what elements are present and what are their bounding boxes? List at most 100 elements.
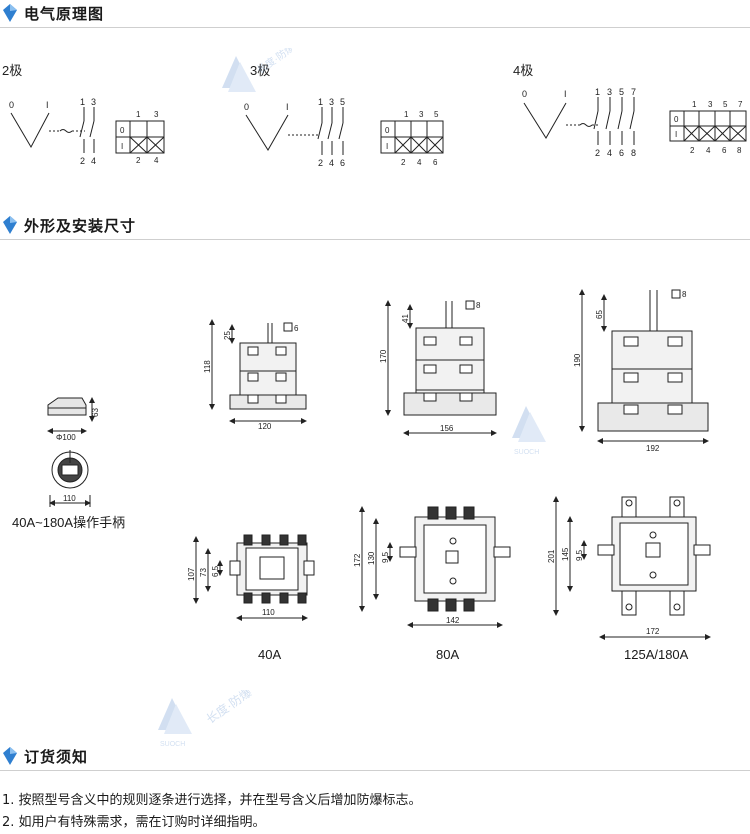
svg-text:2: 2 [136,156,141,165]
top-view-80a: 172 130 9.5 142 [353,506,511,628]
handle-side-view: 63 Φ100 [47,397,100,442]
svg-text:4: 4 [417,158,422,167]
svg-text:I: I [386,142,388,151]
svg-text:6: 6 [433,158,438,167]
svg-text:110: 110 [63,494,76,503]
pole-title: 2极 [2,63,22,78]
svg-text:156: 156 [440,424,454,433]
svg-text:0: 0 [120,126,125,135]
svg-text:8: 8 [737,146,742,155]
on-label: I [46,100,49,110]
electrical-schematic: 2极 0 I 1 3 2 4 1 3 0 I 2 4 3极 0 I 1 3 [2,63,747,168]
svg-text:2: 2 [690,146,695,155]
svg-text:0: 0 [674,115,679,124]
svg-text:3: 3 [154,110,159,119]
section-header-ordering: 订货须知 [0,743,750,771]
svg-text:6: 6 [294,324,299,333]
svg-text:130: 130 [367,551,376,565]
svg-text:41: 41 [401,314,410,323]
svg-text:1: 1 [136,110,141,119]
svg-text:7: 7 [631,87,636,97]
svg-text:1: 1 [318,97,323,107]
model-label-125a: 125A/180A [624,647,689,662]
svg-text:110: 110 [262,608,275,617]
schematic-2-pole: 2极 0 I 1 3 2 4 1 3 0 I 2 4 [2,63,165,166]
svg-text:4: 4 [154,156,159,165]
svg-text:8: 8 [476,301,481,310]
diamond-icon [3,216,17,234]
svg-text:3: 3 [607,87,612,97]
svg-text:192: 192 [646,444,660,453]
watermark-logo-icon: SUOCH [512,406,546,456]
dimension-drawings: 63 Φ100 110 6 118 25 [47,289,711,640]
svg-text:172: 172 [646,627,660,636]
section-divider [0,770,750,771]
svg-text:190: 190 [573,353,582,367]
model-label-80a: 80A [436,647,460,662]
svg-text:73: 73 [199,568,208,577]
svg-text:3: 3 [329,97,334,107]
svg-text:5: 5 [434,110,439,119]
note-item: 1. 按照型号含义中的规则逐条进行选择，并在型号含义后增加防爆标志。 [2,793,422,808]
section-divider [0,27,750,28]
svg-text:2: 2 [595,148,600,158]
svg-text:3: 3 [91,97,96,107]
svg-text:3: 3 [419,110,424,119]
section-title: 订货须知 [24,748,89,766]
svg-text:0: 0 [522,89,527,99]
svg-text:3: 3 [708,100,713,109]
svg-text:I: I [675,130,677,139]
diamond-icon [3,747,17,765]
handle-front-view: 110 [49,450,91,507]
svg-text:长度·防爆: 长度·防爆 [203,690,254,726]
pole-title: 4极 [513,63,533,78]
svg-text:I: I [564,89,567,99]
schematic-3-pole: 3极 0 I 1 3 5 2 4 6 1 3 5 0 I 2 4 6 [244,63,444,168]
svg-text:4: 4 [329,158,334,168]
model-label-40a: 40A [258,647,282,662]
top-view-125a: 201 145 9.5 172 [547,496,711,640]
svg-text:65: 65 [595,310,604,319]
svg-text:6: 6 [340,158,345,168]
svg-text:118: 118 [203,360,212,373]
svg-text:172: 172 [353,553,362,567]
svg-text:120: 120 [258,422,272,431]
side-view-40a: 6 118 25 120 [203,319,307,431]
svg-text:201: 201 [547,549,556,563]
svg-text:6: 6 [722,146,727,155]
section-header-schematic: 电气原理图 [0,0,750,28]
svg-text:145: 145 [561,547,570,561]
svg-text:2: 2 [401,158,406,167]
section-divider [0,239,750,240]
svg-text:4: 4 [706,146,711,155]
svg-text:7: 7 [738,100,743,109]
side-view-80a: 8 170 41 156 [379,300,497,436]
svg-text:1: 1 [692,100,697,109]
watermark-logo-icon: SUOCH 长度·防爆 [158,690,254,748]
svg-text:9.5: 9.5 [381,551,390,563]
svg-text:25: 25 [223,331,232,340]
svg-text:2: 2 [318,158,323,168]
svg-text:SUOCH: SUOCH [160,741,185,748]
svg-text:4: 4 [607,148,612,158]
top-view-40a: 107 73 6.5 110 [187,534,315,621]
svg-text:1: 1 [404,110,409,119]
section-title: 外形及安装尺寸 [24,217,137,235]
section-header-dimensions: 外形及安装尺寸 [0,212,750,240]
svg-text:6: 6 [619,148,624,158]
svg-text:I: I [121,142,123,151]
svg-text:5: 5 [619,87,624,97]
svg-text:1: 1 [595,87,600,97]
svg-text:8: 8 [682,290,687,299]
svg-text:107: 107 [187,567,196,581]
svg-text:Φ100: Φ100 [56,433,76,442]
svg-text:2: 2 [80,156,85,166]
svg-text:142: 142 [446,616,460,625]
watermark-logo-icon: 长度·防爆 [222,48,292,92]
svg-text:5: 5 [340,97,345,107]
svg-text:I: I [286,102,289,112]
svg-text:9.5: 9.5 [575,549,584,561]
svg-text:8: 8 [631,148,636,158]
side-view-125a: 8 190 65 192 [573,289,709,453]
svg-text:63: 63 [91,408,100,417]
